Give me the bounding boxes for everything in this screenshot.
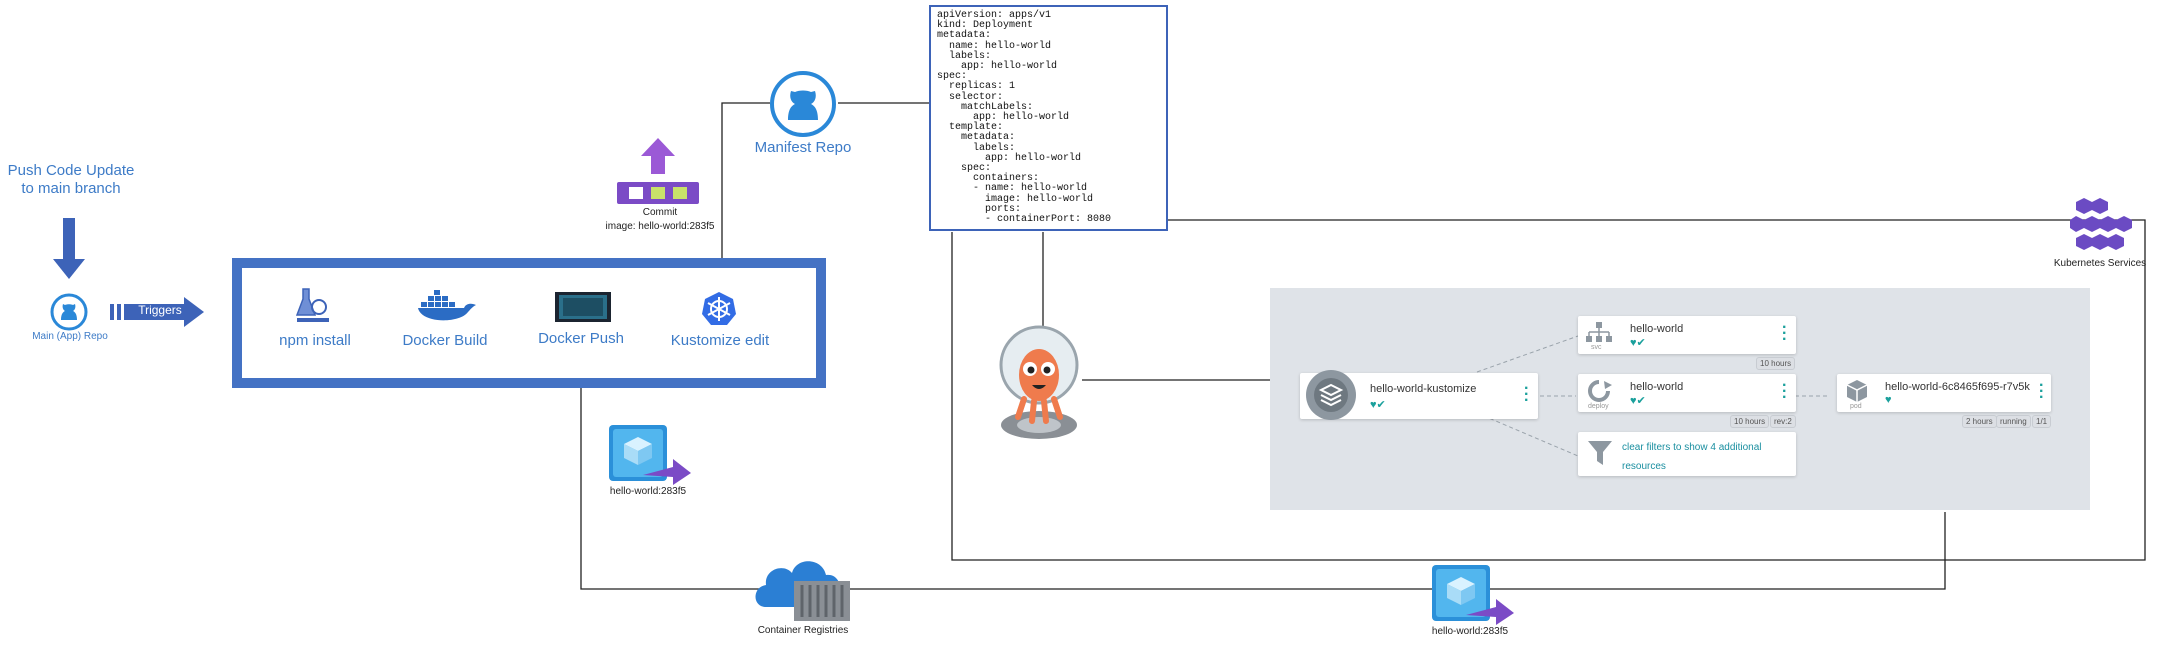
argo-octopus-icon bbox=[996, 325, 1082, 443]
triggers-arrow bbox=[110, 297, 204, 327]
health-sync-icons: ♥✔ bbox=[1630, 395, 1646, 407]
github-icon bbox=[769, 70, 837, 138]
commit-label: Commit bbox=[642, 207, 678, 218]
pod-kind: pod bbox=[1850, 403, 1862, 410]
push-code-update-label: Push Code Update to main branch bbox=[0, 162, 142, 198]
commit-image-label: image: hello-world:283f5 bbox=[605, 221, 715, 232]
step-npm-install: npm install bbox=[279, 332, 351, 349]
main-repo-label: Main (App) Repo bbox=[32, 331, 108, 342]
push-update-line1: Push Code Update bbox=[7, 162, 135, 179]
argo-app-node[interactable]: hello-world-kustomize ♥✔ ··· bbox=[1300, 370, 1538, 420]
triggers-label: Triggers bbox=[138, 303, 182, 317]
container-registries-label: Container Registries bbox=[757, 625, 849, 636]
image-bottom-label: hello-world:283f5 bbox=[1431, 626, 1509, 637]
argo-svc-node[interactable]: svc hello-world ♥✔ ··· bbox=[1578, 316, 1796, 354]
layers-icon bbox=[1306, 370, 1356, 420]
deploy-kind: deploy bbox=[1588, 403, 1609, 410]
pod-icon bbox=[1845, 379, 1869, 403]
kubernetes-services-label: Kubernetes Services bbox=[2053, 258, 2147, 269]
push-update-line2: to main branch bbox=[21, 180, 121, 197]
argo-filter-node[interactable]: clear filters to show 4 additional resou… bbox=[1578, 432, 1796, 476]
clear-filters-line1: clear filters to show 4 additional bbox=[1622, 442, 1762, 453]
manifest-repo-label: Manifest Repo bbox=[754, 139, 852, 156]
step-docker-push: Docker Push bbox=[538, 330, 624, 347]
kebab-menu-icon[interactable]: ··· bbox=[1524, 380, 1530, 409]
kubernetes-helm-icon bbox=[700, 290, 738, 328]
container-image-icon bbox=[607, 423, 691, 485]
kubernetes-services-icon bbox=[2070, 196, 2138, 256]
pod-status-badge: running bbox=[1996, 415, 2031, 428]
argo-pod-node[interactable]: pod hello-world-6c8465f695-r7v5k ♥ ··· bbox=[1837, 374, 2051, 412]
health-icon: ♥ bbox=[1885, 394, 1892, 406]
health-sync-icons: ♥✔ bbox=[1370, 399, 1386, 411]
commit-icon bbox=[617, 138, 699, 208]
pod-age-badge: 2 hours bbox=[1962, 415, 1997, 428]
health-sync-icons: ♥✔ bbox=[1630, 337, 1646, 349]
svc-age-badge: 10 hours bbox=[1756, 357, 1796, 370]
deploy-rev-badge: rev:2 bbox=[1770, 415, 1796, 428]
docker-icon bbox=[418, 286, 478, 322]
kebab-menu-icon[interactable]: ··· bbox=[1782, 377, 1788, 406]
docker-push-icon bbox=[555, 292, 611, 322]
argo-deploy-node[interactable]: deploy hello-world ♥✔ ··· bbox=[1578, 374, 1796, 412]
svc-kind: svc bbox=[1591, 344, 1602, 351]
deployment-yaml: apiVersion: apps/v1 kind: Deployment met… bbox=[929, 5, 1168, 231]
argo-app-name: hello-world-kustomize bbox=[1370, 383, 1477, 395]
kebab-menu-icon[interactable]: ··· bbox=[1782, 319, 1788, 348]
npm-install-icon bbox=[293, 285, 333, 325]
github-icon bbox=[50, 293, 88, 331]
image-left-label: hello-world:283f5 bbox=[609, 486, 687, 497]
pod-count-badge: 1/1 bbox=[2032, 415, 2052, 428]
deploy-name: hello-world bbox=[1630, 381, 1684, 393]
container-registry-icon bbox=[752, 551, 854, 623]
kebab-menu-icon[interactable]: ··· bbox=[2039, 377, 2045, 406]
container-image-icon bbox=[1430, 563, 1514, 625]
step-docker-build: Docker Build bbox=[402, 332, 488, 349]
clear-filters-line2: resources bbox=[1622, 461, 1666, 472]
clear-filters-link[interactable]: clear filters to show 4 additional resou… bbox=[1622, 438, 1762, 476]
filter-icon bbox=[1588, 441, 1612, 467]
pod-name: hello-world-6c8465f695-r7v5k bbox=[1885, 381, 2030, 393]
svc-name: hello-world bbox=[1630, 323, 1684, 335]
deployment-icon bbox=[1586, 379, 1612, 403]
step-kustomize-edit: Kustomize edit bbox=[670, 332, 770, 349]
service-icon bbox=[1586, 322, 1612, 344]
deploy-age-badge: 10 hours bbox=[1730, 415, 1770, 428]
